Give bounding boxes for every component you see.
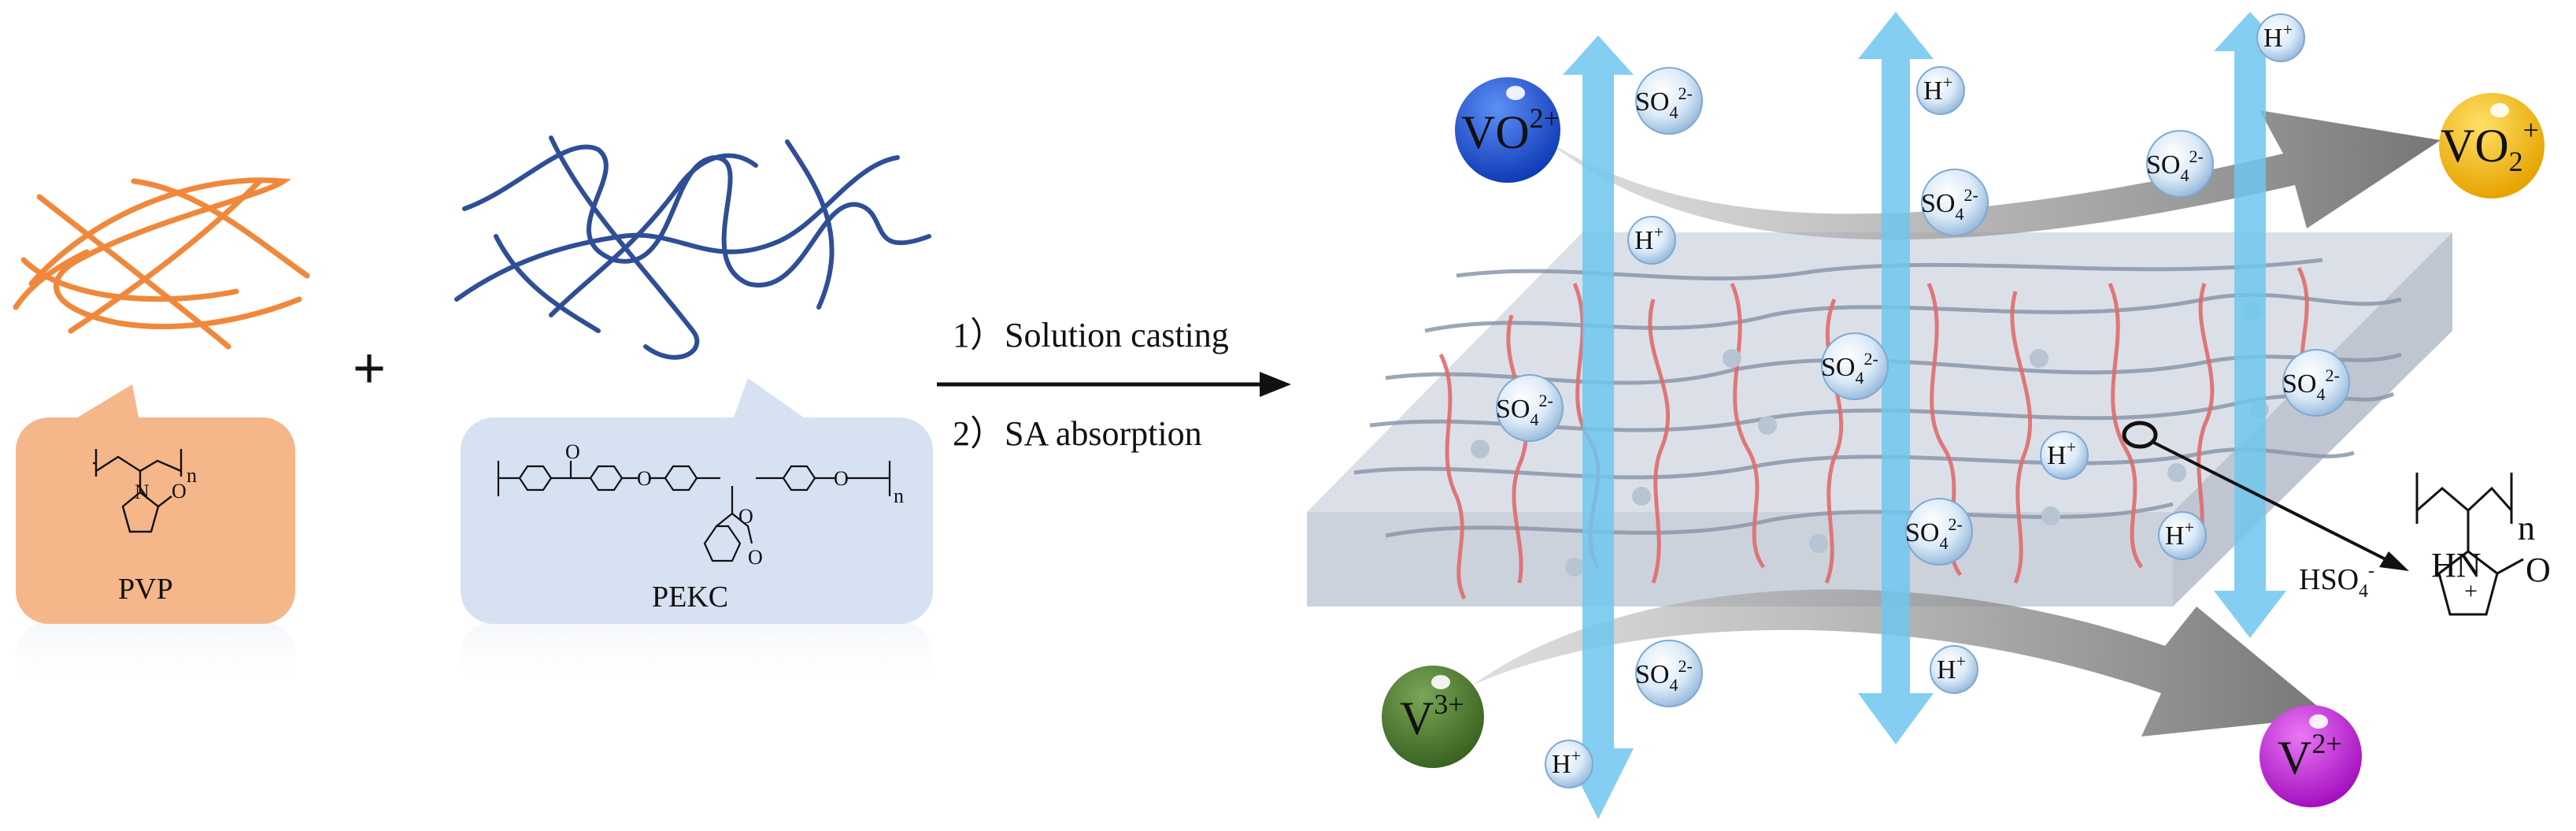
process-arrow bbox=[937, 372, 1291, 397]
pvp-structure-box: n N O PVP bbox=[16, 384, 295, 693]
pekc-label: PEKC bbox=[652, 581, 728, 614]
pekc-fiber-tangle bbox=[454, 135, 931, 360]
protonated-pvp-subscript-n: n bbox=[2518, 509, 2535, 547]
svg-text:SO42-: SO42- bbox=[1496, 391, 1553, 429]
svg-text:H+: H+ bbox=[2263, 20, 2293, 53]
svg-text:H+: H+ bbox=[1937, 651, 1966, 684]
ion-vo2p: VO2+ bbox=[1455, 77, 1560, 183]
zoom-callout bbox=[2122, 421, 2409, 571]
plus-sign: + bbox=[353, 337, 386, 400]
step-1-label: 1）Solution casting bbox=[953, 316, 1229, 354]
proton-arrow-1 bbox=[1563, 35, 1634, 819]
pekc-subscript-n: n bbox=[894, 484, 904, 507]
pekc-structure-box: O O O O O n PEKC bbox=[461, 378, 933, 693]
proton-arrow-2 bbox=[1858, 12, 1934, 744]
svg-text:SO42-: SO42- bbox=[1905, 514, 1963, 553]
proton-arrow-3 bbox=[2214, 12, 2286, 638]
protonated-pvp-charge: + bbox=[2464, 578, 2478, 604]
hso4-counterion: HSO4- bbox=[2299, 561, 2374, 602]
svg-text:VO2+: VO2+ bbox=[1461, 102, 1560, 158]
protonated-pvp-atom-o: O bbox=[2526, 551, 2551, 589]
protonated-pvp-structure bbox=[2415, 473, 2524, 616]
pvp-atom-o: O bbox=[172, 480, 187, 503]
pvp-chemical-structure bbox=[93, 449, 183, 533]
pekc-chemical-structure bbox=[497, 461, 891, 562]
pekc-atom-o-ring: O bbox=[738, 505, 753, 528]
ion-vo2plus: VO2+ bbox=[2439, 93, 2545, 198]
svg-text:V2+: V2+ bbox=[2278, 728, 2342, 784]
step-2-label: 2）SA absorption bbox=[953, 414, 1202, 453]
pekc-atom-o-ether2: O bbox=[834, 467, 849, 490]
crossover-flow-arrow-bottom bbox=[1472, 589, 2330, 736]
membrane-slab bbox=[1307, 232, 2452, 607]
svg-text:V3+: V3+ bbox=[1400, 688, 1464, 744]
ion-v3p: V3+ bbox=[1382, 666, 1484, 768]
pvp-subscript-n: n bbox=[187, 464, 197, 487]
pekc-atom-o-lactone: O bbox=[748, 546, 763, 569]
pvp-atom-n: N bbox=[135, 480, 150, 503]
sulfate-ion-bubbles: SO42- SO42- SO42- SO42- SO42- SO42- SO42… bbox=[1496, 67, 2350, 707]
svg-text:SO42-: SO42- bbox=[1921, 185, 1978, 224]
svg-text:SO42-: SO42- bbox=[2146, 147, 2204, 185]
pekc-atom-o-carbonyl: O bbox=[565, 440, 580, 463]
svg-text:H+: H+ bbox=[1552, 746, 1581, 779]
svg-text:SO42-: SO42- bbox=[2282, 365, 2340, 404]
svg-text:H+: H+ bbox=[2047, 437, 2076, 470]
svg-text:H+: H+ bbox=[1634, 222, 1664, 255]
proton-transport-arrows bbox=[1563, 12, 2286, 819]
svg-text:VO2+: VO2+ bbox=[2441, 114, 2539, 177]
protonated-pvp-atom-hn: HN bbox=[2431, 546, 2482, 584]
svg-text:SO42-: SO42- bbox=[1635, 656, 1693, 695]
pvp-label: PVP bbox=[118, 573, 173, 606]
svg-text:SO42-: SO42- bbox=[1821, 349, 1878, 388]
ion-v2p: V2+ bbox=[2260, 705, 2362, 807]
svg-text:SO42-: SO42- bbox=[1635, 83, 1693, 122]
pekc-atom-o-ether1: O bbox=[637, 467, 652, 490]
pvp-fiber-tangle bbox=[13, 177, 310, 350]
svg-text:H+: H+ bbox=[2165, 518, 2194, 551]
svg-text:H+: H+ bbox=[1923, 72, 1952, 106]
proton-ion-bubbles: H+ H+ H+ H+ H+ H+ H+ bbox=[1545, 13, 2305, 788]
